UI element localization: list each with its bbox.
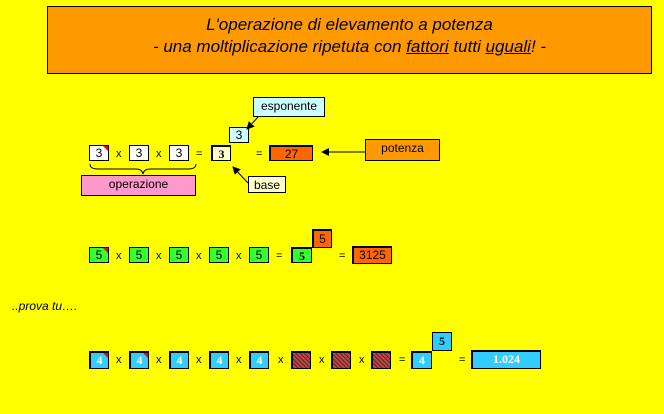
base-label: base	[248, 176, 286, 193]
equals-sign: =	[256, 148, 263, 160]
equals-sign: =	[196, 148, 203, 160]
times-sign: x	[196, 250, 202, 262]
times-sign: x	[196, 354, 202, 366]
result-cell[interactable]: 3125	[352, 246, 392, 264]
times-sign: x	[319, 354, 325, 366]
times-sign: x	[236, 354, 242, 366]
base-arrow	[232, 166, 249, 184]
times-sign: x	[116, 250, 122, 262]
exponent-cell[interactable]: 5	[432, 332, 452, 351]
result-cell[interactable]: 27	[269, 145, 313, 161]
base-cell[interactable]: 3	[211, 145, 231, 161]
times-sign: x	[236, 250, 242, 262]
equals-sign: =	[339, 250, 346, 262]
factor-cell[interactable]: 5	[209, 247, 229, 263]
factor-cell[interactable]: 4	[89, 351, 109, 369]
factor-cell-empty[interactable]	[291, 351, 311, 369]
exponent-cell[interactable]: 5	[312, 229, 332, 248]
factor-cell-empty[interactable]	[331, 351, 351, 369]
title-line-2: - una moltiplicazione ripetuta con fatto…	[152, 37, 547, 56]
times-sign: x	[156, 148, 162, 160]
factor-cell[interactable]: 5	[169, 247, 189, 263]
try-prompt: ..prova tu….	[12, 299, 78, 313]
operazione-label: operazione	[81, 175, 196, 196]
factor-cell[interactable]: 5	[89, 247, 109, 263]
factor-cell-empty[interactable]	[371, 351, 391, 369]
factor-cell[interactable]: 4	[169, 351, 189, 369]
times-sign: x	[156, 250, 162, 262]
factor-cell[interactable]: 3	[89, 145, 109, 161]
title-banner: L'operazione di elevamento a potenza - u…	[47, 6, 652, 74]
potenza-label: potenza	[365, 139, 440, 161]
equals-sign: =	[399, 354, 406, 366]
esponente-label: esponente	[253, 97, 325, 117]
base-cell[interactable]: 4	[411, 351, 432, 369]
result-cell[interactable]: 1.024	[471, 350, 541, 369]
times-sign: x	[116, 354, 122, 366]
factor-cell[interactable]: 3	[169, 145, 189, 161]
factor-cell[interactable]: 4	[129, 351, 149, 369]
title-line-1: L'operazione di elevamento a potenza	[206, 15, 493, 34]
esponente-arrow	[246, 116, 259, 130]
base-cell[interactable]: 5	[291, 247, 312, 263]
factor-cell[interactable]: 3	[129, 145, 149, 161]
times-sign: x	[156, 354, 162, 366]
times-sign: x	[278, 354, 284, 366]
exponent-cell[interactable]: 3	[229, 127, 249, 143]
equals-sign: =	[459, 354, 466, 366]
factor-cell[interactable]: 5	[249, 247, 269, 263]
times-sign: x	[359, 354, 365, 366]
equals-sign: =	[276, 250, 283, 262]
times-sign: x	[116, 148, 122, 160]
factor-cell[interactable]: 4	[209, 351, 229, 369]
factor-cell[interactable]: 5	[129, 247, 149, 263]
brace-icon	[89, 163, 197, 175]
factor-cell[interactable]: 4	[249, 351, 269, 369]
